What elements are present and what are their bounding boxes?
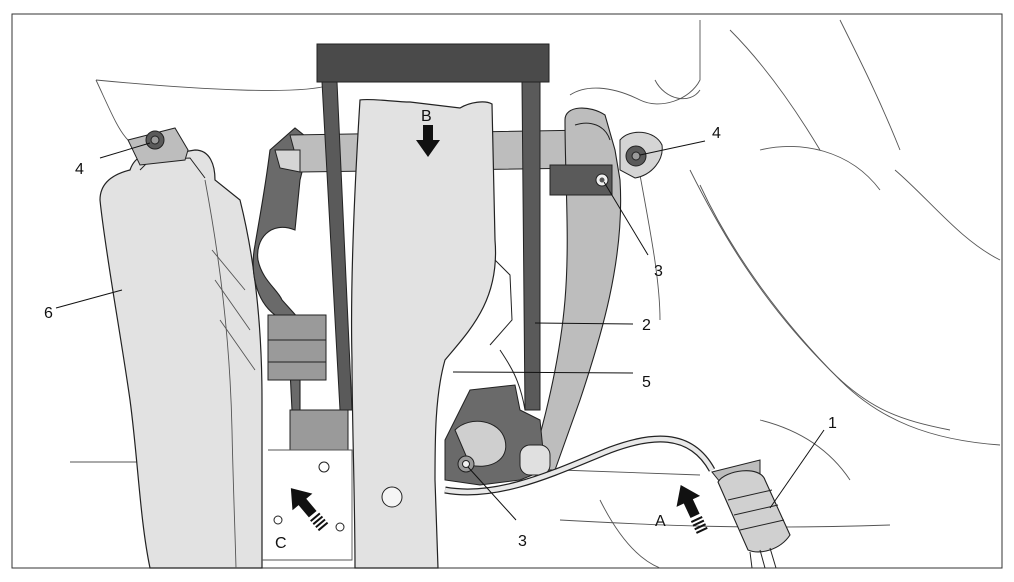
arrow-a-icon xyxy=(676,485,708,534)
part-6-pedal xyxy=(99,149,263,569)
part-5-pedal-arm xyxy=(350,98,513,569)
floor-plate xyxy=(262,449,353,561)
leader-4-left xyxy=(99,142,151,159)
leader-4-right xyxy=(639,140,706,156)
callout-4-left: 4 xyxy=(75,161,84,178)
leader-5 xyxy=(452,371,634,374)
pedal-bracket xyxy=(252,127,327,411)
arrow-c-icon xyxy=(290,488,329,532)
callout-2: 2 xyxy=(642,317,651,334)
callout-3-lower: 3 xyxy=(518,533,527,550)
screw-3-lower xyxy=(457,455,475,473)
callout-5: 5 xyxy=(642,374,651,391)
pull-tool xyxy=(289,43,550,451)
leader-6 xyxy=(55,289,123,309)
callout-4-right: 4 xyxy=(712,125,721,142)
bolt-4-left xyxy=(127,127,189,166)
arrow-label-a: A xyxy=(655,513,666,530)
arrow-label-b: B xyxy=(421,108,432,125)
callout-6: 6 xyxy=(44,305,53,322)
leader-lines xyxy=(55,140,825,521)
leader-3-upper xyxy=(603,181,649,256)
leader-3-lower xyxy=(467,466,517,521)
screw-3-upper xyxy=(595,173,609,187)
leader-2 xyxy=(534,322,634,325)
part-1-connector xyxy=(444,435,791,569)
arrow-label-c: C xyxy=(275,535,287,552)
arrow-b-icon xyxy=(416,125,440,157)
callout-1: 1 xyxy=(828,415,837,432)
callout-3-upper: 3 xyxy=(654,263,663,280)
leader-1 xyxy=(769,429,825,509)
